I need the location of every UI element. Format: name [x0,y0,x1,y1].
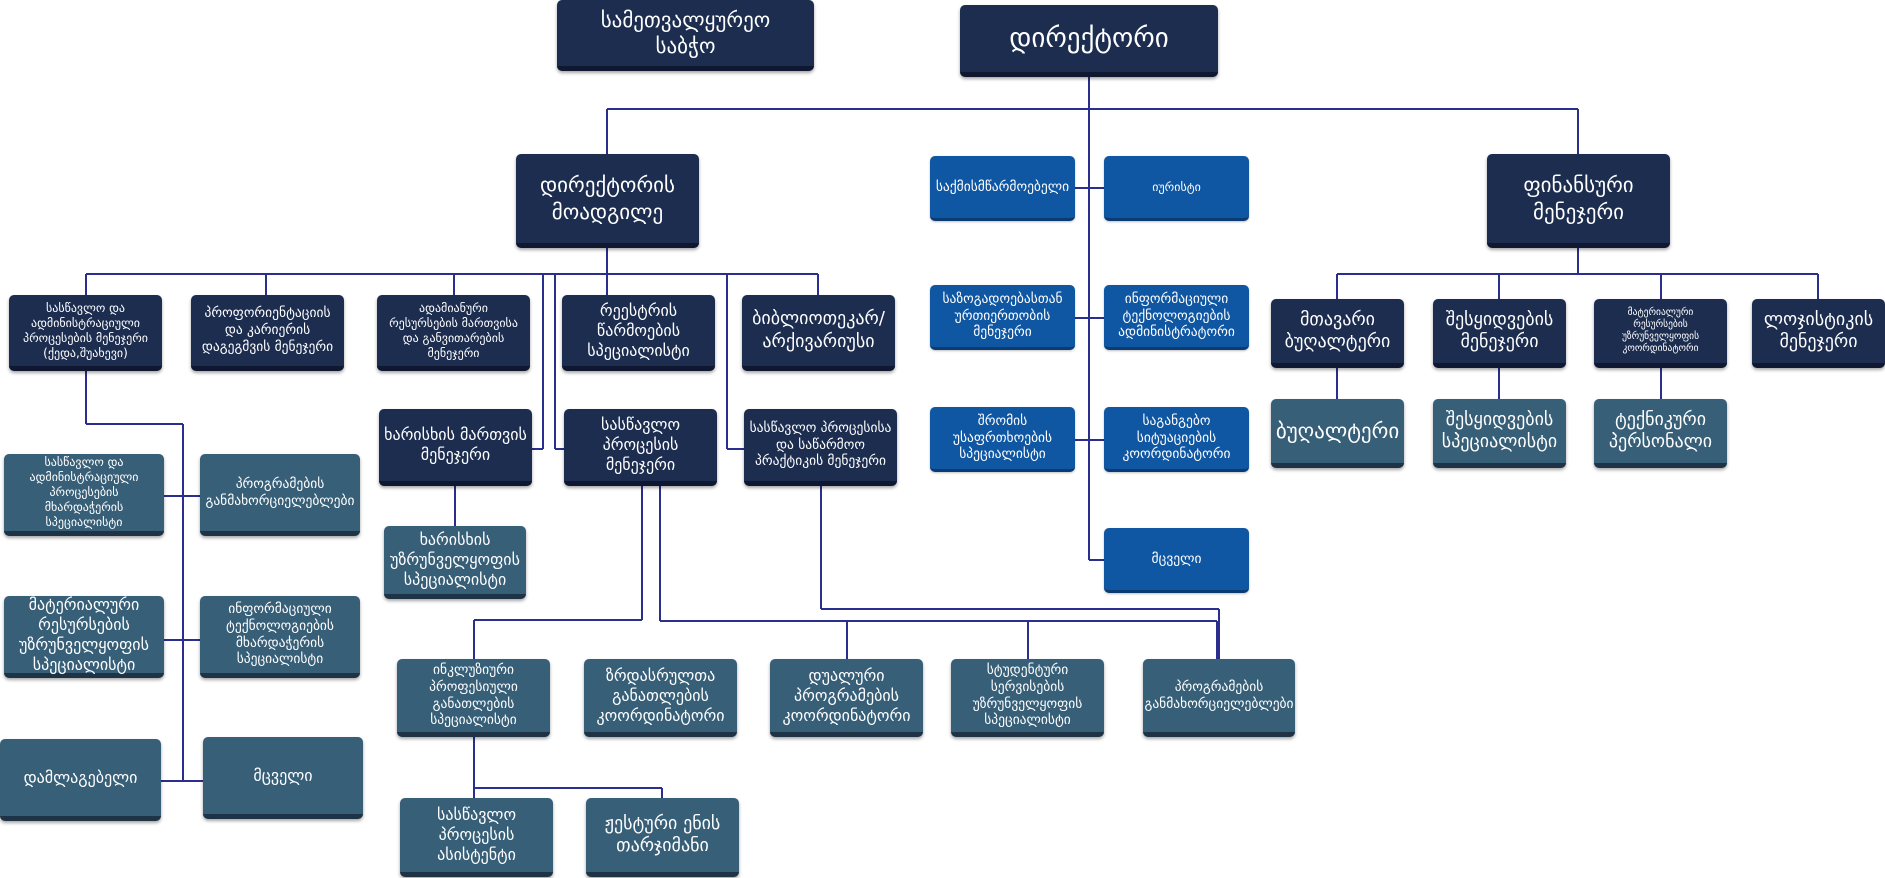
logistics-manager-box: ლოჯისტიკის მენეჯერი [1752,299,1885,368]
sign-language-interpreter-box: ჟესტური ენის თარჯიმანი [586,798,739,877]
technical-staff-box: ტექნიკური პერსონალი [1594,399,1727,468]
board-box: სამეთვალყურეო საბჭო [557,0,814,71]
adult-education-coordinator-box: ზრდასრულთა განათლების კოორდინატორი [584,659,737,737]
hr-manager-box: ადამიანური რესურსების მართვისა და განვით… [377,295,530,371]
inclusive-specialist-box: ინკლუზიური პროფესიული განათლების სპეციალ… [397,659,550,737]
edu-admin-manager-box: სასწავლო და ადმინისტრაციული პროცესების მ… [9,295,162,371]
procurement-specialist-box: შესყიდვების სპეციალისტი [1433,399,1566,468]
accountant-box: ბუღალტერი [1271,399,1404,468]
librarian-box: ბიბლიოთეკარ/ არქივარიუსი [742,295,895,371]
program-developers-bottom-box: პროგრამების განმახორციელებლები [1143,659,1295,737]
finance-manager-box: ფინანსური მენეჯერი [1487,154,1670,248]
emergency-coordinator-box: საგანგებო სიტუაციების კოორდინატორი [1104,407,1249,472]
director-box: დირექტორი [960,5,1218,77]
process-specialist-box: სასწავლო და ადმინისტრაციული პროცესების მ… [4,454,164,536]
guard-right-box: მცველი [1104,528,1249,593]
registry-specialist-box: რეესტრის წარმოების სპეციალისტი [562,295,715,371]
procurement-manager-box: შესყიდვების მენეჯერი [1433,299,1566,368]
cleaners-box: დამლაგებელი [0,739,161,821]
learning-process-manager-box: სასწავლო პროცესის მენეჯერი [564,409,717,486]
material-specialist-box: მატერიალური რესურსების უზრუნველყოფის სპე… [4,595,164,678]
clerk-box: საქმისმწარმოებელი [930,156,1075,221]
it-admin-box: ინფორმაციული ტექნოლოგიების ადმინისტრატორ… [1104,285,1249,350]
student-services-specialist-box: სტუდენტური სერვისების უზრუნველყოფის სპეც… [951,659,1104,737]
deputy-director-box: დირექტორის მოადგილე [516,154,699,248]
material-resources-coordinator-box: მატერიალური რესურსების უზრუნველყოფის კოო… [1594,299,1727,368]
program-developers-left-box: პროგრამების განმახორციელებლები [200,454,360,536]
practice-manager-box: სასწავლო პროცესისა და საწარმოო პრაქტიკის… [744,409,897,486]
career-manager-box: პროფორიენტაციის და კარიერის დაგეგმვის მე… [191,295,344,371]
safety-specialist-box: შრომის უსაფრთხოების სპეციალისტი [930,407,1075,472]
quality-assurance-specialist-box: ხარისხის უზრუნველყოფის სპეციალისტი [384,526,526,599]
dual-programs-coordinator-box: დუალური პროგრამების კოორდინატორი [770,659,923,737]
pr-manager-box: საზოგადოებასთან ურთიერთობის მენეჯერი [930,285,1075,350]
lawyer-box: იურისტი [1104,156,1249,221]
chief-accountant-box: მთავარი ბუღალტერი [1271,299,1404,368]
guard-left-box: მცველი [203,737,363,819]
quality-manager-box: ხარისხის მართვის მენეჯერი [379,409,532,486]
it-support-specialist-box: ინფორმაციული ტექნოლოგიების მხარდაჭერის ს… [200,596,360,678]
learning-assistant-box: სასწავლო პროცესის ასისტენტი [400,798,553,877]
